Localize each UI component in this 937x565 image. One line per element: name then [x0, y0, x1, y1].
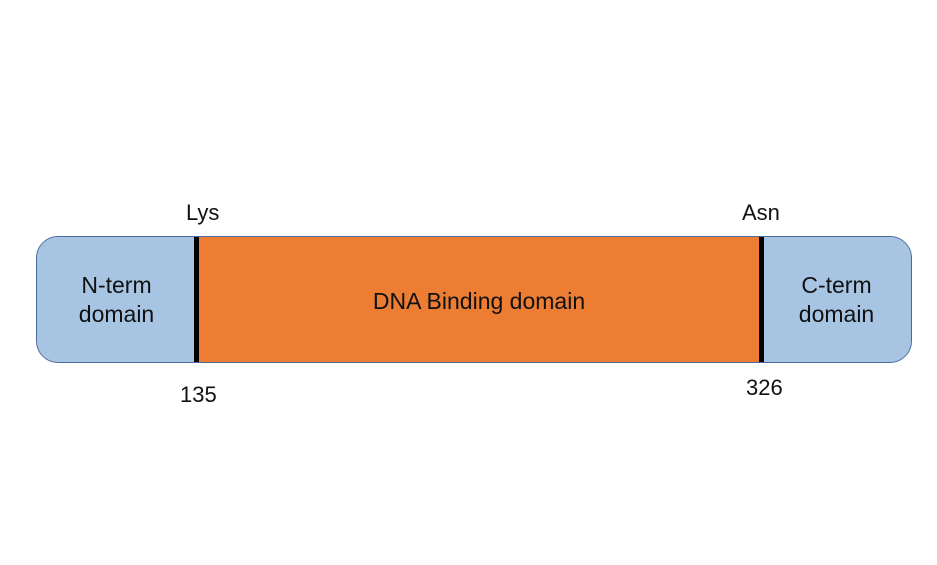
boundary-position-135: 135 [180, 382, 217, 407]
boundary-residue-lys: Lys [186, 200, 220, 225]
dna-binding-domain-label: DNA Binding domain [372, 288, 586, 314]
c-term-domain-label: C-term domain [798, 271, 875, 327]
protein-bar: N-term domain DNA Binding domain C-term … [36, 236, 912, 363]
boundary-line-right [759, 237, 764, 362]
n-term-domain-label: N-term domain [78, 271, 155, 327]
dna-binding-domain: DNA Binding domain [196, 237, 762, 362]
boundary-position-326: 326 [746, 375, 783, 400]
boundary-line-left [194, 237, 199, 362]
boundary-residue-asn: Asn [742, 200, 780, 225]
n-term-domain: N-term domain [37, 237, 196, 362]
c-term-domain: C-term domain [762, 237, 911, 362]
